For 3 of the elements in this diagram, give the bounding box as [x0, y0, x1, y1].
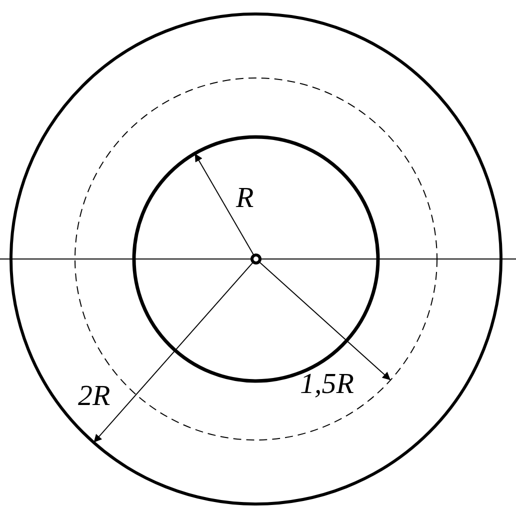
- dimension-label: R: [236, 184, 254, 213]
- dimension-label: 1,5R: [300, 370, 354, 399]
- dimension-label: 2R: [78, 382, 110, 411]
